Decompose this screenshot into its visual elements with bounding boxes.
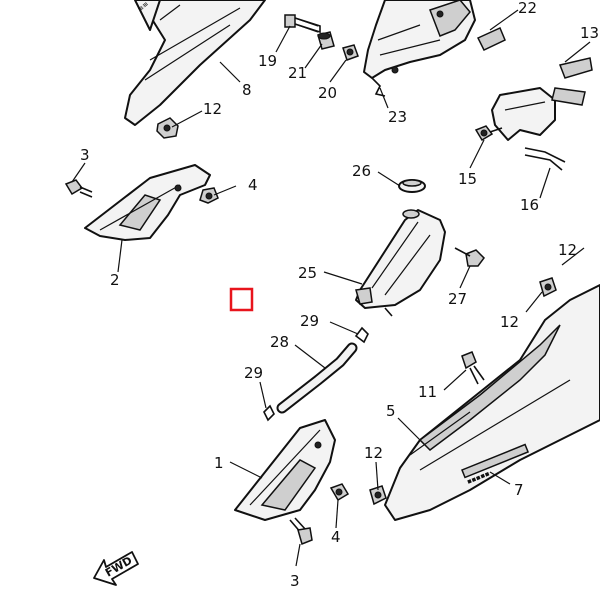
callout-12-upper-left: 12 [203,100,222,118]
callout-27: 27 [448,290,467,308]
side-cover-5: ▪▪▪▪▪ [384,284,600,521]
callout-12-right-mid: 12 [500,313,519,331]
forward-arrow-icon: FWD [93,551,139,586]
callout-4-upper: 4 [248,176,258,194]
callout-16: 16 [520,196,539,214]
callout-7: 7 [514,481,524,499]
callout-25: 25 [298,264,317,282]
callout-26: 26 [352,162,371,180]
leader-lines [71,9,591,567]
grommet-4-lower [329,483,350,502]
bolt-19 [284,14,321,34]
bolt-3-upper [64,179,93,198]
grommet-4-upper [199,187,219,204]
bolt-3-lower [289,517,313,546]
nut-20 [342,44,359,61]
callout-21: 21 [288,64,307,82]
side-cover-1 [234,419,336,521]
callout-22: 22 [518,0,537,17]
cowl-part-22 [363,0,506,79]
nut-12-upper-left [156,117,179,139]
nut-12-right-upper [539,277,557,298]
callout-19: 19 [258,52,277,70]
callout-29-lower: 29 [244,364,263,382]
collar-21 [317,31,335,50]
callout-12-right-upper: 12 [558,241,577,259]
cable-16 [524,147,566,171]
callout-labels: 1 2 3 3 4 4 5 7 8 11 12 12 12 12 13 15 1… [80,0,599,590]
callout-23: 23 [388,108,407,126]
callout-20: 20 [318,84,337,102]
clip-23 [371,77,386,97]
hose-28 [276,342,358,414]
callout-1: 1 [214,454,224,472]
cap-26 [398,179,426,193]
callout-28: 28 [270,333,289,351]
bolt-15 [474,125,503,142]
clamp-29-upper [354,326,369,344]
bracket-13 [491,57,593,141]
highlight-box [229,287,254,312]
grommet-11 [461,351,485,385]
callout-3-upper: 3 [80,146,90,164]
callout-5: 5 [386,402,396,420]
callout-29-upper: 29 [300,312,319,330]
callout-15: 15 [458,170,477,188]
reservoir-tank-25 [355,209,446,317]
bolt-27 [454,247,485,267]
callout-2: 2 [110,271,120,289]
callout-12-lower: 12 [364,444,383,462]
callout-3-lower: 3 [290,572,300,590]
callout-11: 11 [418,383,437,401]
callout-8: 8 [242,81,252,99]
clamp-29-lower [263,404,275,422]
callout-13: 13 [580,24,599,42]
side-panel-2 [84,164,211,241]
callout-4-lower: 4 [331,528,341,546]
side-cover-8: ≡≡ [124,0,266,126]
